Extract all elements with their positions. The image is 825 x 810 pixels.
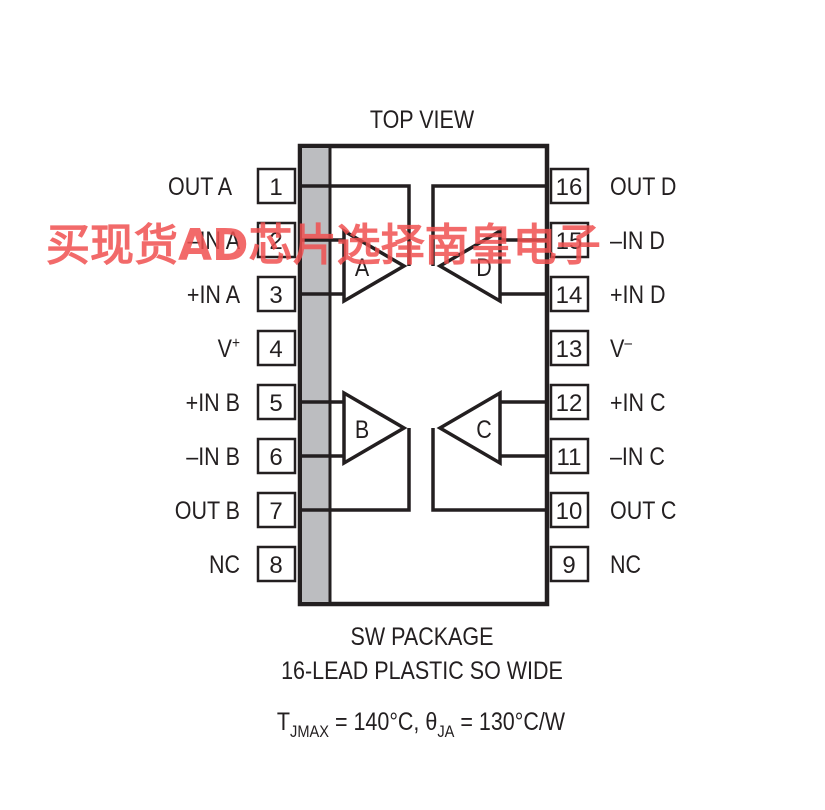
pin-label: +IN B <box>186 388 240 416</box>
pin-label: –IN D <box>610 226 665 254</box>
pin-label: –IN A <box>188 226 241 254</box>
pin-number: 13 <box>556 336 583 363</box>
pin-number: 14 <box>556 282 583 309</box>
opamp-c-label: C <box>476 415 492 443</box>
pin-number: 9 <box>562 552 575 579</box>
pin-label: +IN A <box>187 280 241 308</box>
pin-11: 11 –IN C <box>549 437 665 475</box>
pin-box <box>256 437 297 475</box>
opamp-a-label: A <box>355 253 370 281</box>
pin-number: 1 <box>269 174 282 201</box>
pin-box <box>549 545 590 583</box>
opamp-d-symbol <box>436 227 502 305</box>
pin-number: 11 <box>557 444 582 471</box>
top-view-title: TOP VIEW <box>370 105 474 133</box>
pin-label: –IN C <box>610 442 665 470</box>
pin-number: 2 <box>269 228 282 255</box>
pin-box <box>549 329 590 367</box>
pin-number: 10 <box>556 498 583 525</box>
pin-number: 15 <box>556 228 583 255</box>
pin-box <box>256 221 297 259</box>
pin-box <box>549 167 590 205</box>
right-pins: 16 OUT D 15 –IN D 14 +IN D 13 V– 12 +IN … <box>549 167 676 583</box>
pin1-marker-stripe <box>302 148 329 602</box>
pin-label: +IN D <box>610 280 666 308</box>
package-description: 16-LEAD PLASTIC SO WIDE <box>281 656 563 684</box>
pin-label: +IN C <box>610 388 666 416</box>
pin-3: 3 +IN A <box>187 275 297 313</box>
wire-out-c <box>431 428 546 512</box>
pin-label: OUT B <box>175 496 240 524</box>
pin-number: 12 <box>556 390 583 417</box>
wire-out-d <box>431 184 546 266</box>
pin-number: 4 <box>269 336 282 363</box>
pin-box <box>256 383 297 421</box>
pin-box <box>256 275 297 313</box>
watermark-text: 买现货AD芯片选择南皇电子 <box>46 220 601 271</box>
opamp-a-symbol <box>342 227 408 305</box>
pin-box <box>549 275 590 313</box>
pin-15: 15 –IN D <box>549 221 665 259</box>
pin-8: 8 NC <box>209 545 297 583</box>
package-name: SW PACKAGE <box>351 622 494 650</box>
pin-13: 13 V– <box>549 329 633 367</box>
pin-label: –IN B <box>186 442 240 470</box>
pin-number: 5 <box>269 390 282 417</box>
opamp-c-symbol <box>436 389 502 467</box>
left-pins: 1 OUT A 2 –IN A 3 +IN A 4 V+ 5 +IN B 6 –… <box>168 167 297 583</box>
pin-label-v-plus: V+ <box>218 334 240 362</box>
wire-out-a <box>302 184 411 266</box>
pin-box <box>256 167 297 205</box>
opamp-b-symbol <box>342 389 408 467</box>
opamp-b-label: B <box>355 415 369 443</box>
pin-label: NC <box>209 550 240 578</box>
pin-label: NC <box>610 550 641 578</box>
pin-box <box>549 491 590 529</box>
pin-9: 9 NC <box>549 545 641 583</box>
pin-box <box>256 491 297 529</box>
pin-box <box>549 221 590 259</box>
pin-number: 3 <box>269 282 282 309</box>
pin-number: 16 <box>556 174 583 201</box>
opamp-d-label: D <box>476 253 492 281</box>
opamp-d: D <box>436 227 502 305</box>
pin-box <box>549 437 590 475</box>
internal-wiring <box>302 184 546 512</box>
pin-7: 7 OUT B <box>175 491 297 529</box>
pin-1: 1 OUT A <box>168 167 297 205</box>
pin-5: 5 +IN B <box>186 383 297 421</box>
pin-label: OUT A <box>168 172 232 200</box>
pin-6: 6 –IN B <box>186 437 297 475</box>
pin-12: 12 +IN C <box>549 383 666 421</box>
pin-box <box>256 545 297 583</box>
pin-label: OUT C <box>610 496 676 524</box>
thermal-spec: TJMAX = 140°C, θJA = 130°C/W <box>277 707 565 741</box>
opamp-a: A <box>342 227 408 305</box>
pin-2: 2 –IN A <box>188 221 297 259</box>
wire-out-b <box>302 428 411 512</box>
pin-14: 14 +IN D <box>549 275 666 313</box>
pin-number: 7 <box>269 498 282 525</box>
pin-label-v-minus: V– <box>610 334 633 362</box>
opamp-c: C <box>436 389 502 467</box>
pin-box <box>256 329 297 367</box>
pin-10: 10 OUT C <box>549 491 676 529</box>
pin-number: 8 <box>269 552 282 579</box>
package-body <box>297 143 550 607</box>
pin-4: 4 V+ <box>218 329 297 367</box>
pin-label: OUT D <box>610 172 676 200</box>
pin-box <box>549 383 590 421</box>
pin-number: 6 <box>269 444 282 471</box>
pin-16: 16 OUT D <box>549 167 676 205</box>
opamp-b: B <box>342 389 408 467</box>
